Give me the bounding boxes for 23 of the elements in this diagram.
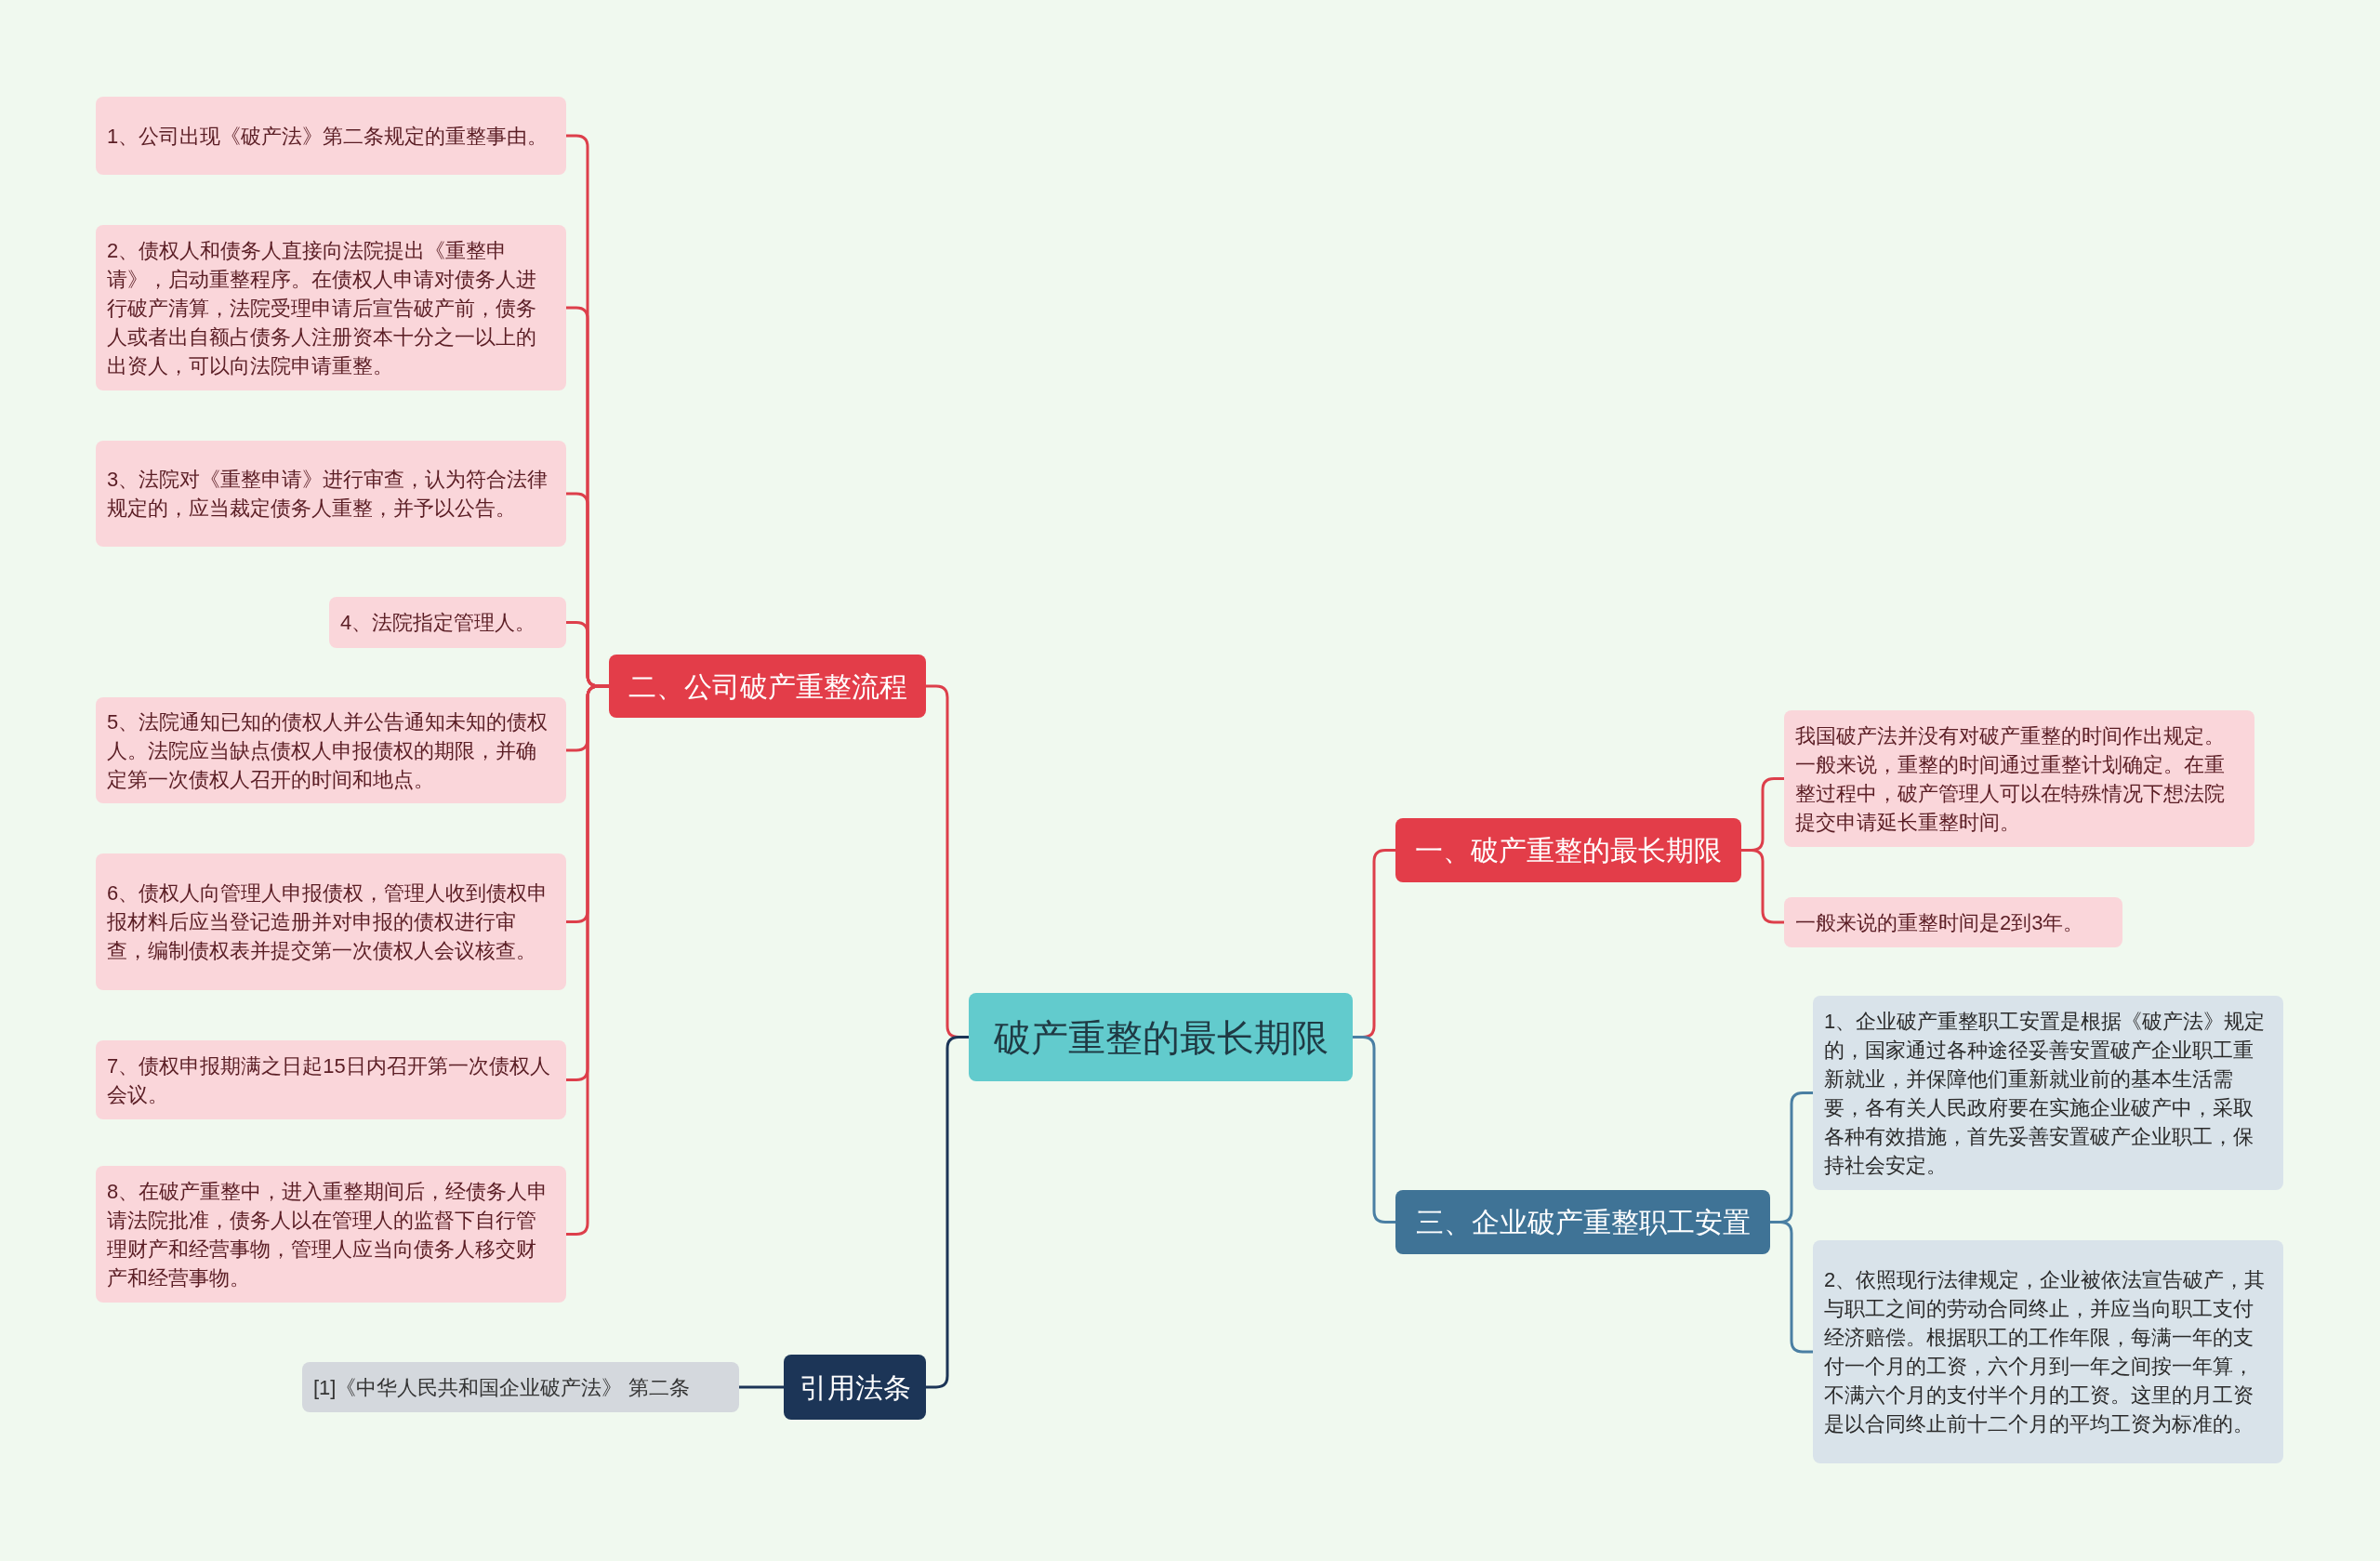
central-topic: 破产重整的最长期限 bbox=[969, 993, 1353, 1081]
connector-line bbox=[1770, 1221, 1813, 1354]
connector-line bbox=[1353, 1036, 1395, 1224]
note-card: 一般来说的重整时间是2到3年。 bbox=[1784, 897, 2122, 947]
note-card: 1、企业破产重整职工安置是根据《破产法》规定的，国家通过各种途径妥善安置破产企业职工重新就业，并保障他们重新就业前的基本生活需要，各有关人民政府要在实施企业破产中，采取各种有效措施，首先妥善安置破产企业职工，保持社会安定。 bbox=[1813, 996, 2283, 1190]
reference-card: [1]《中华人民共和国企业破产法》 第二条 bbox=[302, 1362, 739, 1412]
note-card: 2、依照现行法律规定，企业被依法宣告破产，其与职工之间的劳动合同终止，并应当向职工支付经济赔偿。根据职工的工作年限，每满一年的支付一个月的工资，六个月到一年之间按一年算，不满六个月的支付半个月的工资。这里的月工资是以合同终止前十二个月的平均工资为标准的。 bbox=[1813, 1240, 2283, 1463]
branch-topic: 二、公司破产重整流程 bbox=[609, 655, 926, 718]
note-card: 3、法院对《重整申请》进行审查，认为符合法律规定的，应当裁定债务人重整，并予以公告。 bbox=[96, 441, 566, 547]
note-card: 1、公司出现《破产法》第二条规定的重整事由。 bbox=[96, 97, 566, 175]
note-card: 7、债权申报期满之日起15日内召开第一次债权人会议。 bbox=[96, 1040, 566, 1119]
note-card: 5、法院通知已知的债权人并公告通知未知的债权人。法院应当缺点债权人申报债权的期限，并确定第一次债权人召开的时间和地点。 bbox=[96, 697, 566, 803]
connector-line bbox=[1741, 849, 1784, 924]
branch-topic: 引用法条 bbox=[784, 1355, 926, 1420]
note-card: 2、债权人和债务人直接向法院提出《重整申请》，启动重整程序。在债权人申请对债务人进行破产清算，法院受理申请后宣告破产前，债务人或者出自额占债务人注册资本十分之一以上的出资人，可以向法院申请重整。 bbox=[96, 225, 566, 390]
note-card: 4、法院指定管理人。 bbox=[329, 597, 566, 648]
connector-line bbox=[926, 1036, 969, 1389]
connector-line bbox=[739, 1385, 784, 1389]
note-card: 6、债权人向管理人申报债权，管理人收到债权申报材料后应当登记造册并对申报的债权进行审查，编制债权表并提交第一次债权人会议核查。 bbox=[96, 853, 566, 990]
note-card: 我国破产法并没有对破产重整的时间作出规定。一般来说，重整的时间通过重整计划确定。在重整过程中，破产管理人可以在特殊情况下想法院提交申请延长重整时间。 bbox=[1784, 710, 2254, 847]
branch-topic: 一、破产重整的最长期限 bbox=[1395, 818, 1741, 882]
branch-topic: 三、企业破产重整职工安置 bbox=[1395, 1190, 1770, 1254]
note-card: 8、在破产重整中，进入重整期间后，经债务人申请法院批准，债务人以在管理人的监督下自行管理财产和经营事物，管理人应当向债务人移交财产和经营事物。 bbox=[96, 1166, 566, 1303]
